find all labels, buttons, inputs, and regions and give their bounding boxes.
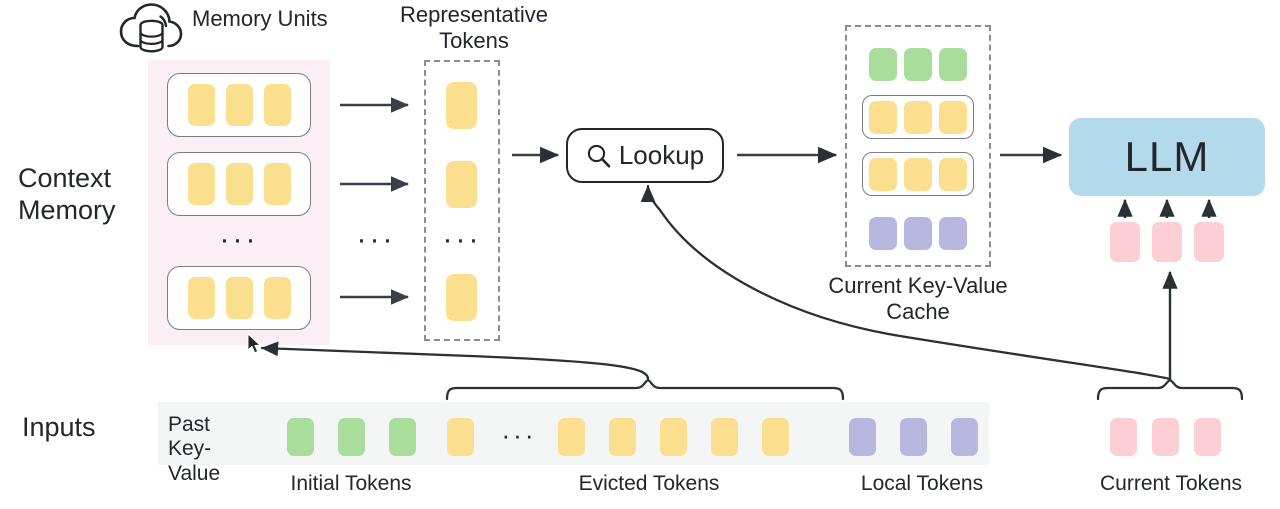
input-token-evicted — [711, 418, 738, 456]
group-label-current-tokens: Current Tokens — [1099, 472, 1243, 495]
arrow-column-ellipsis: ··· — [356, 223, 396, 256]
current-token — [1110, 418, 1137, 456]
kv-token — [939, 100, 967, 134]
kv-token — [869, 47, 897, 81]
representative-token — [446, 82, 477, 129]
input-token-evicted — [660, 418, 687, 456]
inputs-ellipsis: ··· — [501, 420, 537, 450]
input-token-initial — [338, 418, 365, 456]
kv-token — [939, 157, 967, 191]
representative-token — [446, 274, 477, 321]
cloud-database-icon — [119, 3, 183, 53]
representative-tokens-ellipsis: ··· — [442, 223, 482, 256]
kv-token — [904, 100, 932, 134]
memory-unit-token-row — [168, 74, 310, 136]
kv-token — [904, 47, 932, 81]
input-token-evicted — [609, 418, 636, 456]
memory-units-ellipsis: ··· — [219, 223, 259, 256]
input-token-initial — [287, 418, 314, 456]
memory-token — [187, 84, 215, 126]
kv-token — [869, 157, 897, 191]
kv-token — [904, 157, 932, 191]
row-label-inputs: Inputs — [22, 412, 96, 442]
memory-unit-token-row — [168, 153, 310, 215]
representative-tokens-box — [424, 60, 500, 341]
input-token-local — [849, 418, 876, 456]
lookup-label: Lookup — [618, 140, 705, 170]
group-label-evicted-tokens: Evicted Tokens — [578, 472, 720, 495]
memory-unit[interactable] — [167, 152, 311, 216]
past-key-value-label: Past Key-Value — [168, 413, 221, 485]
llm-input-token — [1152, 222, 1182, 262]
input-token-local — [900, 418, 927, 456]
mouse-cursor — [247, 333, 261, 354]
brace-evicted-tokens — [445, 378, 845, 401]
input-token-local — [951, 418, 978, 456]
llm-box[interactable]: LLM — [1069, 118, 1265, 196]
memory-token — [187, 163, 215, 205]
kv-cache-row-initial — [862, 42, 974, 86]
kv-cache-row-retrieved-1 — [862, 95, 974, 139]
input-token-evicted — [558, 418, 585, 456]
memory-unit[interactable] — [167, 266, 311, 330]
kv-token — [869, 100, 897, 134]
current-token — [1152, 418, 1179, 456]
kv-token — [869, 216, 897, 250]
group-label-local-tokens: Local Tokens — [860, 472, 984, 495]
current-token — [1194, 418, 1221, 456]
kv-token — [939, 47, 967, 81]
arrow-evicted-to-context-memory — [260, 341, 650, 381]
row-label-context-memory: Context Memory — [18, 163, 116, 225]
input-token-evicted — [762, 418, 789, 456]
input-token-evicted — [447, 418, 474, 456]
label-representative-tokens: Representative Tokens — [400, 2, 548, 53]
kv-token — [904, 216, 932, 250]
memory-unit[interactable] — [167, 73, 311, 137]
kv-cache-row-retrieved-2 — [862, 152, 974, 196]
label-memory-units: Memory Units — [192, 6, 328, 31]
representative-token — [446, 161, 477, 208]
label-current-kv-cache: Current Key-Value Cache — [828, 273, 1008, 324]
kv-cache-row-local — [862, 211, 974, 255]
memory-token — [225, 163, 253, 205]
memory-token — [225, 84, 253, 126]
llm-label: LLM — [1124, 133, 1210, 180]
arrows-memory-to-representative — [340, 97, 410, 305]
llm-input-token — [1110, 222, 1140, 262]
memory-token — [263, 163, 291, 205]
memory-token — [263, 84, 291, 126]
group-label-initial-tokens: Initial Tokens — [290, 472, 412, 495]
memory-token — [187, 277, 215, 319]
input-token-initial — [389, 418, 416, 456]
search-icon — [587, 144, 611, 168]
kv-token — [939, 216, 967, 250]
lookup-box[interactable]: Lookup — [566, 128, 724, 183]
llm-input-token — [1194, 222, 1224, 262]
memory-unit-token-row — [168, 267, 310, 329]
memory-token — [225, 277, 253, 319]
memory-token — [263, 277, 291, 319]
brace-current-tokens — [1096, 378, 1244, 401]
